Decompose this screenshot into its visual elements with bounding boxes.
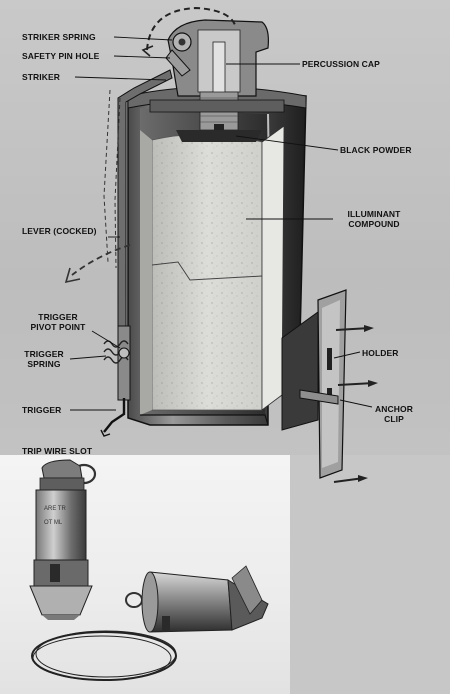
fuze-head <box>141 6 285 142</box>
label-illuminant-compound-line2: COMPOUND <box>348 219 400 229</box>
label-trip-wire-slot: TRIP WIRE SLOT <box>22 446 93 456</box>
label-black-powder: BLACK POWDER <box>340 145 412 155</box>
label-holder: HOLDER <box>362 348 399 358</box>
label-illuminant-compound: ILLUMINANT COMPOUND <box>336 209 412 229</box>
label-trigger-pivot-point: TRIGGER PIVOT POINT <box>20 312 96 332</box>
label-trigger-pivot-point-line1: TRIGGER <box>38 312 78 322</box>
label-anchor-clip-line1: ANCHOR <box>375 404 413 414</box>
label-trigger-spring-line2: SPRING <box>27 359 61 369</box>
label-trigger-spring: TRIGGER SPRING <box>18 349 70 369</box>
label-safety-pin-hole: SAFETY PIN HOLE <box>22 51 100 61</box>
svg-text:OT ML: OT ML <box>44 520 63 526</box>
background-text-area <box>290 455 450 694</box>
flare-body <box>127 86 307 426</box>
label-trigger: TRIGGER <box>22 405 62 415</box>
label-illuminant-compound-line1: ILLUMINANT <box>347 209 401 219</box>
photo-vertical-flare: ARE TR OT ML <box>29 459 97 620</box>
svg-text:ARE TR: ARE TR <box>44 506 67 512</box>
holder-bracket <box>281 289 378 483</box>
label-striker-spring: STRIKER SPRING <box>22 32 96 42</box>
label-striker: STRIKER <box>22 72 61 82</box>
photo-horizontal-flare <box>125 565 269 633</box>
label-lever-cocked: LEVER (COCKED) <box>22 226 97 236</box>
label-trigger-pivot-point-line2: PIVOT POINT <box>30 322 86 332</box>
label-anchor-clip-line2: CLIP <box>384 414 404 424</box>
label-trigger-spring-line1: TRIGGER <box>24 349 64 359</box>
leader-lines <box>69 36 373 411</box>
trigger-assembly <box>100 325 131 437</box>
label-anchor-clip: ANCHOR CLIP <box>368 404 420 424</box>
photo-trip-wire-coil <box>31 630 177 681</box>
label-percussion-cap: PERCUSSION CAP <box>302 59 380 69</box>
